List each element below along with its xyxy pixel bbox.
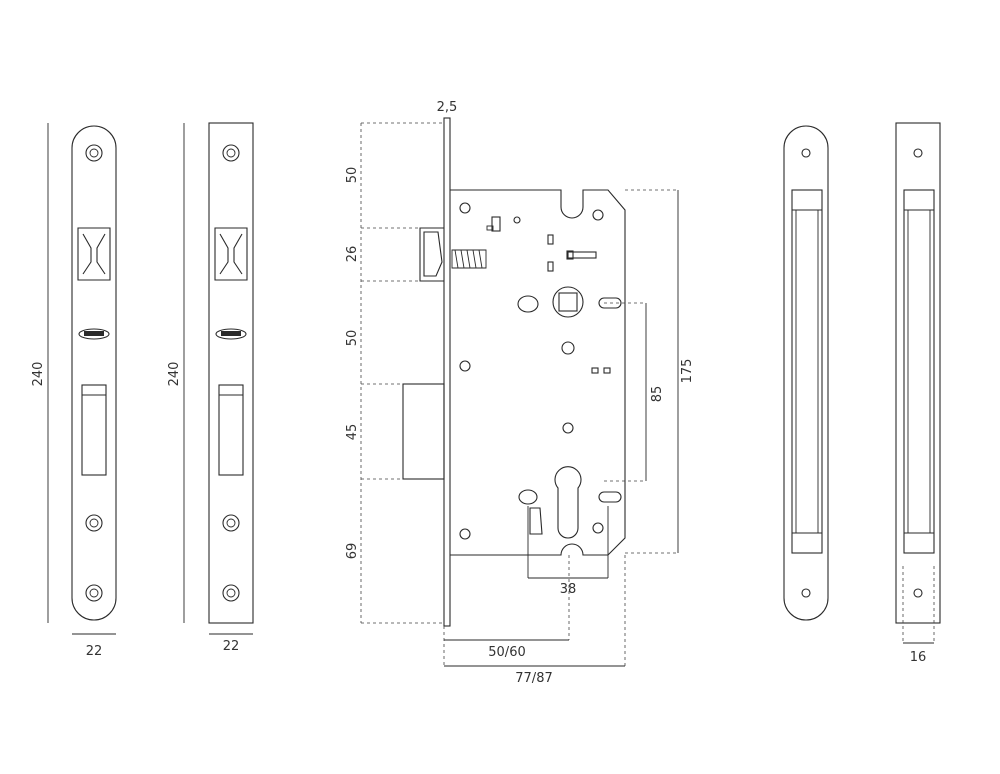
side-width-label: 16	[910, 650, 927, 665]
screw-hole-mid	[85, 514, 103, 532]
faceplate-square-outline	[208, 122, 254, 624]
faceplate-round-width-label: 22	[86, 644, 103, 659]
case-screw-bottom-right	[592, 522, 604, 534]
handle-to-cylinder-label: 85	[650, 386, 665, 403]
screw-hole-top	[222, 144, 240, 162]
faceplate-square-height-label: 240	[167, 362, 182, 387]
faceplate-round-view: 240 22	[31, 123, 117, 659]
case-screw-bottom-left	[459, 528, 471, 540]
front-square-outline	[895, 122, 941, 624]
latch-opening	[214, 227, 248, 281]
latch-bolt	[419, 227, 487, 282]
front-round-view	[783, 125, 829, 621]
case-height-label: 175	[680, 359, 695, 384]
spindle-offset-label: 38	[560, 582, 577, 597]
screw-hole-bottom	[801, 588, 811, 598]
logo-mark	[78, 328, 110, 340]
case-edge	[791, 189, 823, 554]
case-screw-mid-left	[459, 360, 471, 372]
lock-case-outline	[450, 189, 626, 556]
front-round-outline	[783, 125, 829, 621]
case-screw-top-right	[592, 209, 604, 221]
segment-bottom-label: 69	[345, 543, 360, 560]
deadbolt	[402, 383, 445, 480]
segment-mid-label: 50	[345, 330, 360, 347]
case-oval-hole	[517, 295, 539, 313]
screw-hole-top	[913, 148, 923, 158]
faceplate-square-view: 240 22	[167, 122, 254, 654]
deadbolt-opening	[81, 384, 107, 476]
case-screw-top-left	[459, 202, 471, 214]
faceplate-round-outline	[71, 125, 117, 621]
segment-latch-label: 26	[345, 246, 360, 263]
faceplate-round-height-label: 240	[31, 362, 46, 387]
cylinder-cutout	[554, 466, 582, 539]
screw-hole-bottom	[913, 588, 923, 598]
handle-slot	[598, 297, 622, 309]
lock-body-side-view: 2,5 50 26 50 45 69	[345, 100, 695, 686]
deadbolt-opening	[218, 384, 244, 476]
faceplate-square-width-label: 22	[223, 639, 240, 654]
logo-mark	[215, 328, 247, 340]
screw-hole-mid	[222, 514, 240, 532]
screw-hole-bottom	[85, 584, 103, 602]
plate-thickness-label: 2,5	[437, 100, 458, 115]
segment-top-label: 50	[345, 167, 360, 184]
latch-opening	[77, 227, 111, 281]
faceplate-edge	[443, 117, 451, 627]
total-depth-label: 77/87	[515, 671, 552, 686]
case-edge	[903, 189, 935, 554]
screw-hole-bottom	[222, 584, 240, 602]
screw-hole-top	[801, 148, 811, 158]
screw-hole-top	[85, 144, 103, 162]
segment-deadbolt-label: 45	[345, 424, 360, 441]
case-screw-center	[562, 422, 574, 434]
front-square-view: 16	[895, 122, 941, 665]
backset-label: 50/60	[488, 645, 525, 660]
spindle-hub	[552, 286, 584, 318]
